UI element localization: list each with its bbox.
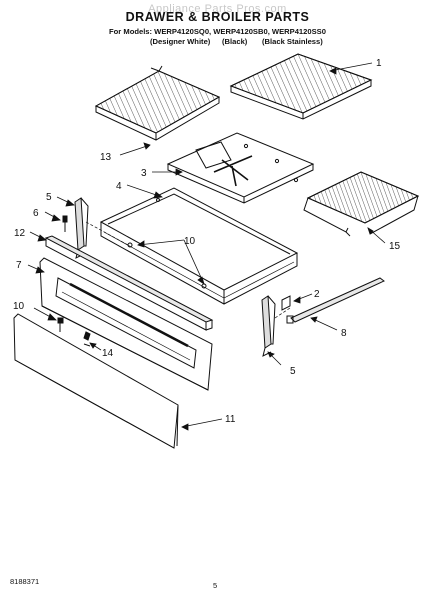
screw-front	[57, 317, 64, 332]
clip	[83, 331, 91, 347]
drawer-slide-left	[74, 197, 89, 259]
callout-7: 7	[16, 260, 22, 271]
screw	[62, 215, 68, 232]
callout-10-front: 10	[13, 301, 25, 312]
drawer-slide-right	[261, 295, 276, 357]
finish-designer-white: (Designer White)	[150, 37, 211, 46]
callout-2: 2	[314, 289, 320, 300]
bracket	[281, 295, 291, 311]
callout-13: 13	[100, 152, 112, 163]
callout-11: 11	[225, 414, 236, 425]
oven-rack	[229, 53, 373, 120]
broiler-pan-insert	[94, 65, 221, 141]
callout-15: 15	[389, 241, 401, 252]
drawer-front	[39, 257, 213, 391]
finish-black-stainless: (Black Stainless)	[262, 37, 323, 46]
callout-14: 14	[102, 348, 114, 359]
callout-6: 6	[33, 208, 39, 219]
kick-panel	[13, 313, 179, 449]
callout-10-drawer: 10	[184, 236, 196, 247]
drawer-trim	[44, 235, 214, 331]
leader-lines	[27, 62, 386, 431]
callout-4: 4	[116, 181, 122, 192]
drawer-body	[99, 187, 299, 305]
callout-8: 8	[341, 328, 347, 339]
callout-12: 12	[14, 228, 26, 239]
callout-1: 1	[376, 58, 382, 69]
watermark: Appliance Parts Pros.com	[148, 3, 287, 15]
finish-black: (Black)	[222, 37, 248, 46]
broiler-pan	[166, 132, 315, 204]
callout-5-left: 5	[46, 192, 52, 203]
page-title: DRAWER & BROILER PARTS	[125, 10, 310, 24]
assembly-guides	[85, 221, 291, 319]
callout-5-right: 5	[290, 366, 296, 377]
callout-3: 3	[141, 168, 147, 179]
models-line: For Models: WERP4120SQ0, WERP4120SB0, WE…	[109, 27, 326, 36]
document-number: 8188371	[10, 577, 40, 586]
broiler-rack	[303, 171, 420, 237]
page-number: 5	[213, 581, 218, 590]
side-rail	[286, 277, 385, 324]
finishes-line: (Designer White) (Black) (Black Stainles…	[0, 37, 435, 49]
